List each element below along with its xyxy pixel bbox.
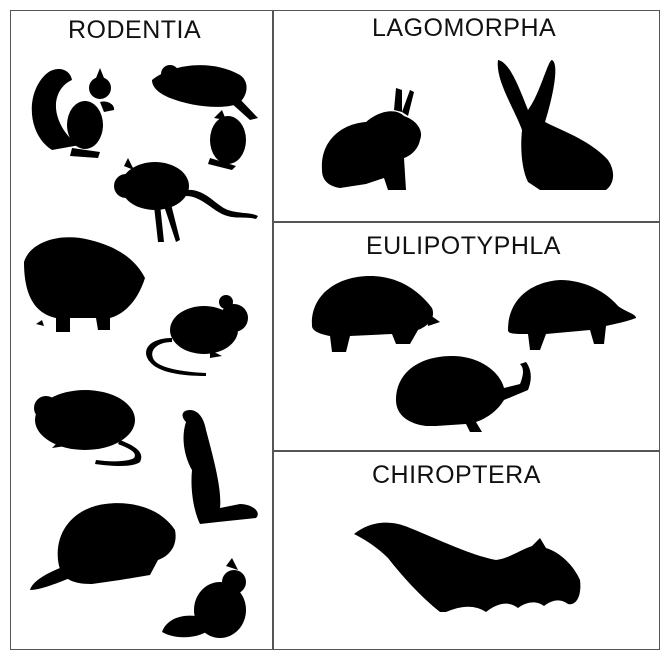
hare-silhouette — [498, 60, 613, 190]
shrew-silhouette — [396, 356, 531, 432]
beaver-silhouette — [30, 503, 176, 590]
porcupine-silhouette — [24, 237, 145, 332]
mouse-silhouette — [146, 295, 248, 376]
rabbit-silhouette — [322, 88, 421, 190]
mole-silhouette — [508, 280, 636, 350]
prairie-dog-silhouette — [183, 410, 258, 524]
bat-silhouette — [354, 523, 580, 612]
squirrel-silhouette — [32, 68, 114, 158]
hedgehog-silhouette — [312, 276, 440, 352]
chinchilla-silhouette — [162, 558, 246, 638]
flying-squirrel-silhouette — [152, 65, 258, 120]
jerboa-silhouette — [114, 158, 258, 242]
vole-silhouette — [34, 390, 141, 466]
dormouse-silhouette — [208, 110, 246, 170]
